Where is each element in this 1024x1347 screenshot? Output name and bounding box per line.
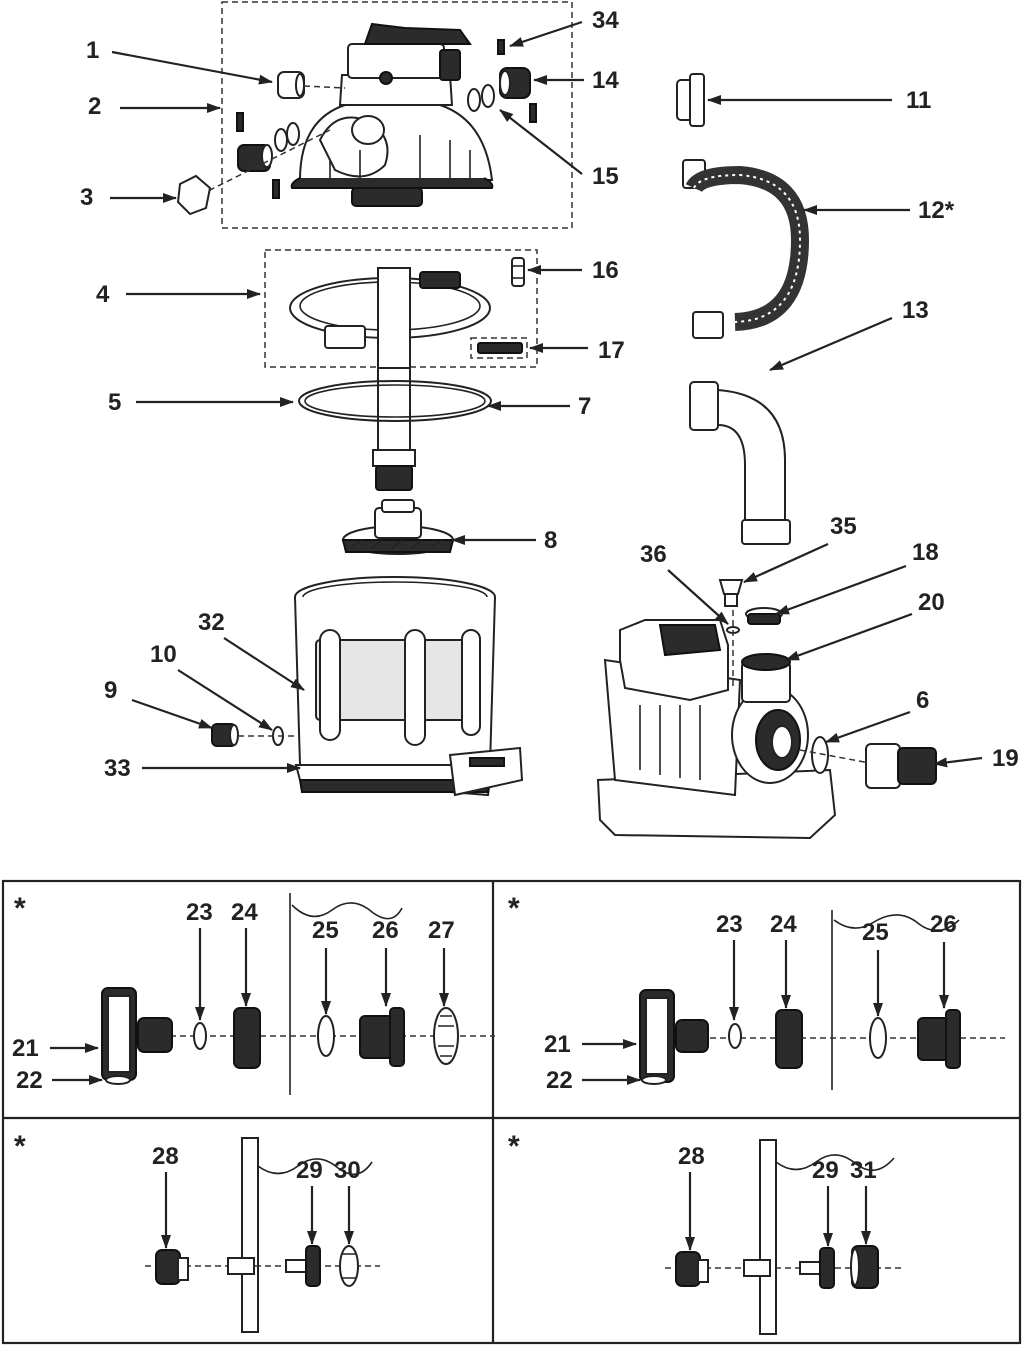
callout-1: 1 — [86, 37, 99, 64]
part-16-bolt — [511, 257, 525, 287]
callout-17: 17 — [598, 337, 625, 364]
screw — [236, 112, 244, 132]
clamp-group — [264, 249, 538, 369]
callout-12: 12* — [918, 197, 955, 224]
panel-label: 30 — [334, 1157, 361, 1184]
callout-32: 32 — [198, 609, 225, 636]
callout-19: 19 — [992, 745, 1019, 772]
panel-label: 26 — [372, 917, 399, 944]
part-18-cap — [745, 607, 783, 625]
part-6-oring — [811, 736, 829, 774]
panel-2: * 23 24 25 26 21 22 — [508, 892, 1005, 1094]
callout-34: 34 — [592, 7, 619, 34]
part-15-oring — [481, 84, 495, 108]
part-35-plug — [718, 579, 744, 607]
part-12-hose — [682, 159, 810, 339]
panel-3: * 28 29 30 — [14, 1130, 380, 1333]
valve-group-box — [221, 1, 573, 229]
callout-9: 9 — [104, 677, 117, 704]
callout-3: 3 — [80, 184, 93, 211]
oring — [274, 128, 288, 152]
callout-18: 18 — [912, 539, 939, 566]
valve-assembly-group — [176, 1, 573, 229]
panel-label: 29 — [296, 1157, 323, 1184]
panel-label: 24 — [231, 899, 258, 926]
pump — [596, 619, 837, 840]
callout-33: 33 — [104, 755, 131, 782]
panel-label: 29 — [812, 1157, 839, 1184]
panel-label: 21 — [12, 1035, 39, 1062]
panel-label: 22 — [546, 1067, 573, 1094]
multiport-valve — [290, 22, 494, 207]
callout-10: 10 — [150, 641, 177, 668]
part-19-union — [865, 743, 937, 789]
panel-label: 27 — [428, 917, 455, 944]
part-3-nut — [176, 174, 212, 216]
part-9-drain-cap — [211, 723, 239, 747]
screw — [272, 179, 280, 199]
panel-marker: * — [508, 1130, 520, 1163]
part-15-oring — [467, 88, 481, 112]
callout-5: 5 — [108, 389, 121, 416]
callout-4: 4 — [96, 281, 110, 308]
panel-label: 22 — [16, 1067, 43, 1094]
filter-tank — [294, 576, 524, 797]
callout-7: 7 — [578, 393, 591, 420]
panel-4: * 28 29 31 — [508, 1130, 905, 1335]
panel-label: 25 — [312, 917, 339, 944]
callout-16: 16 — [592, 257, 619, 284]
panel-label: 31 — [850, 1157, 877, 1184]
callout-6: 6 — [916, 687, 929, 714]
panel-label: 23 — [716, 911, 743, 938]
oring — [286, 122, 300, 146]
part-11-adapter — [676, 73, 705, 127]
callout-13: 13 — [902, 297, 929, 324]
panel-label: 28 — [152, 1143, 179, 1170]
callout-36: 36 — [640, 541, 667, 568]
panel-label: 28 — [678, 1143, 705, 1170]
panel-label: 24 — [770, 911, 797, 938]
part-34-screw — [497, 39, 537, 123]
callout-35: 35 — [830, 513, 857, 540]
part-8-lateral-assembly — [341, 499, 455, 555]
callout-11: 11 — [906, 87, 931, 114]
standpipe — [372, 367, 416, 491]
callout-20: 20 — [918, 589, 945, 616]
part-13-elbow — [689, 381, 791, 545]
callout-14: 14 — [592, 67, 619, 94]
panel-label: 21 — [544, 1031, 571, 1058]
part-14-union — [499, 67, 531, 99]
panel-marker: * — [14, 892, 26, 925]
callouts: 1 2 3 4 5 6 7 8 9 10 11 12* 13 14 15 16 … — [80, 7, 1019, 782]
part-17-bolt — [470, 337, 528, 359]
panel-marker: * — [14, 1130, 26, 1163]
callout-2: 2 — [88, 93, 101, 120]
left-union — [237, 144, 273, 172]
callout-15: 15 — [592, 163, 619, 190]
callout-8: 8 — [544, 527, 557, 554]
panel-1: * 23 24 25 26 27 21 — [12, 892, 495, 1095]
panel-marker: * — [508, 892, 520, 925]
panel-label: 23 — [186, 899, 213, 926]
panel-label: 26 — [930, 911, 957, 938]
option-panels: * 23 24 25 26 27 21 — [1, 879, 1022, 1345]
panel-label: 25 — [862, 919, 889, 946]
part-1-plug — [277, 71, 305, 99]
